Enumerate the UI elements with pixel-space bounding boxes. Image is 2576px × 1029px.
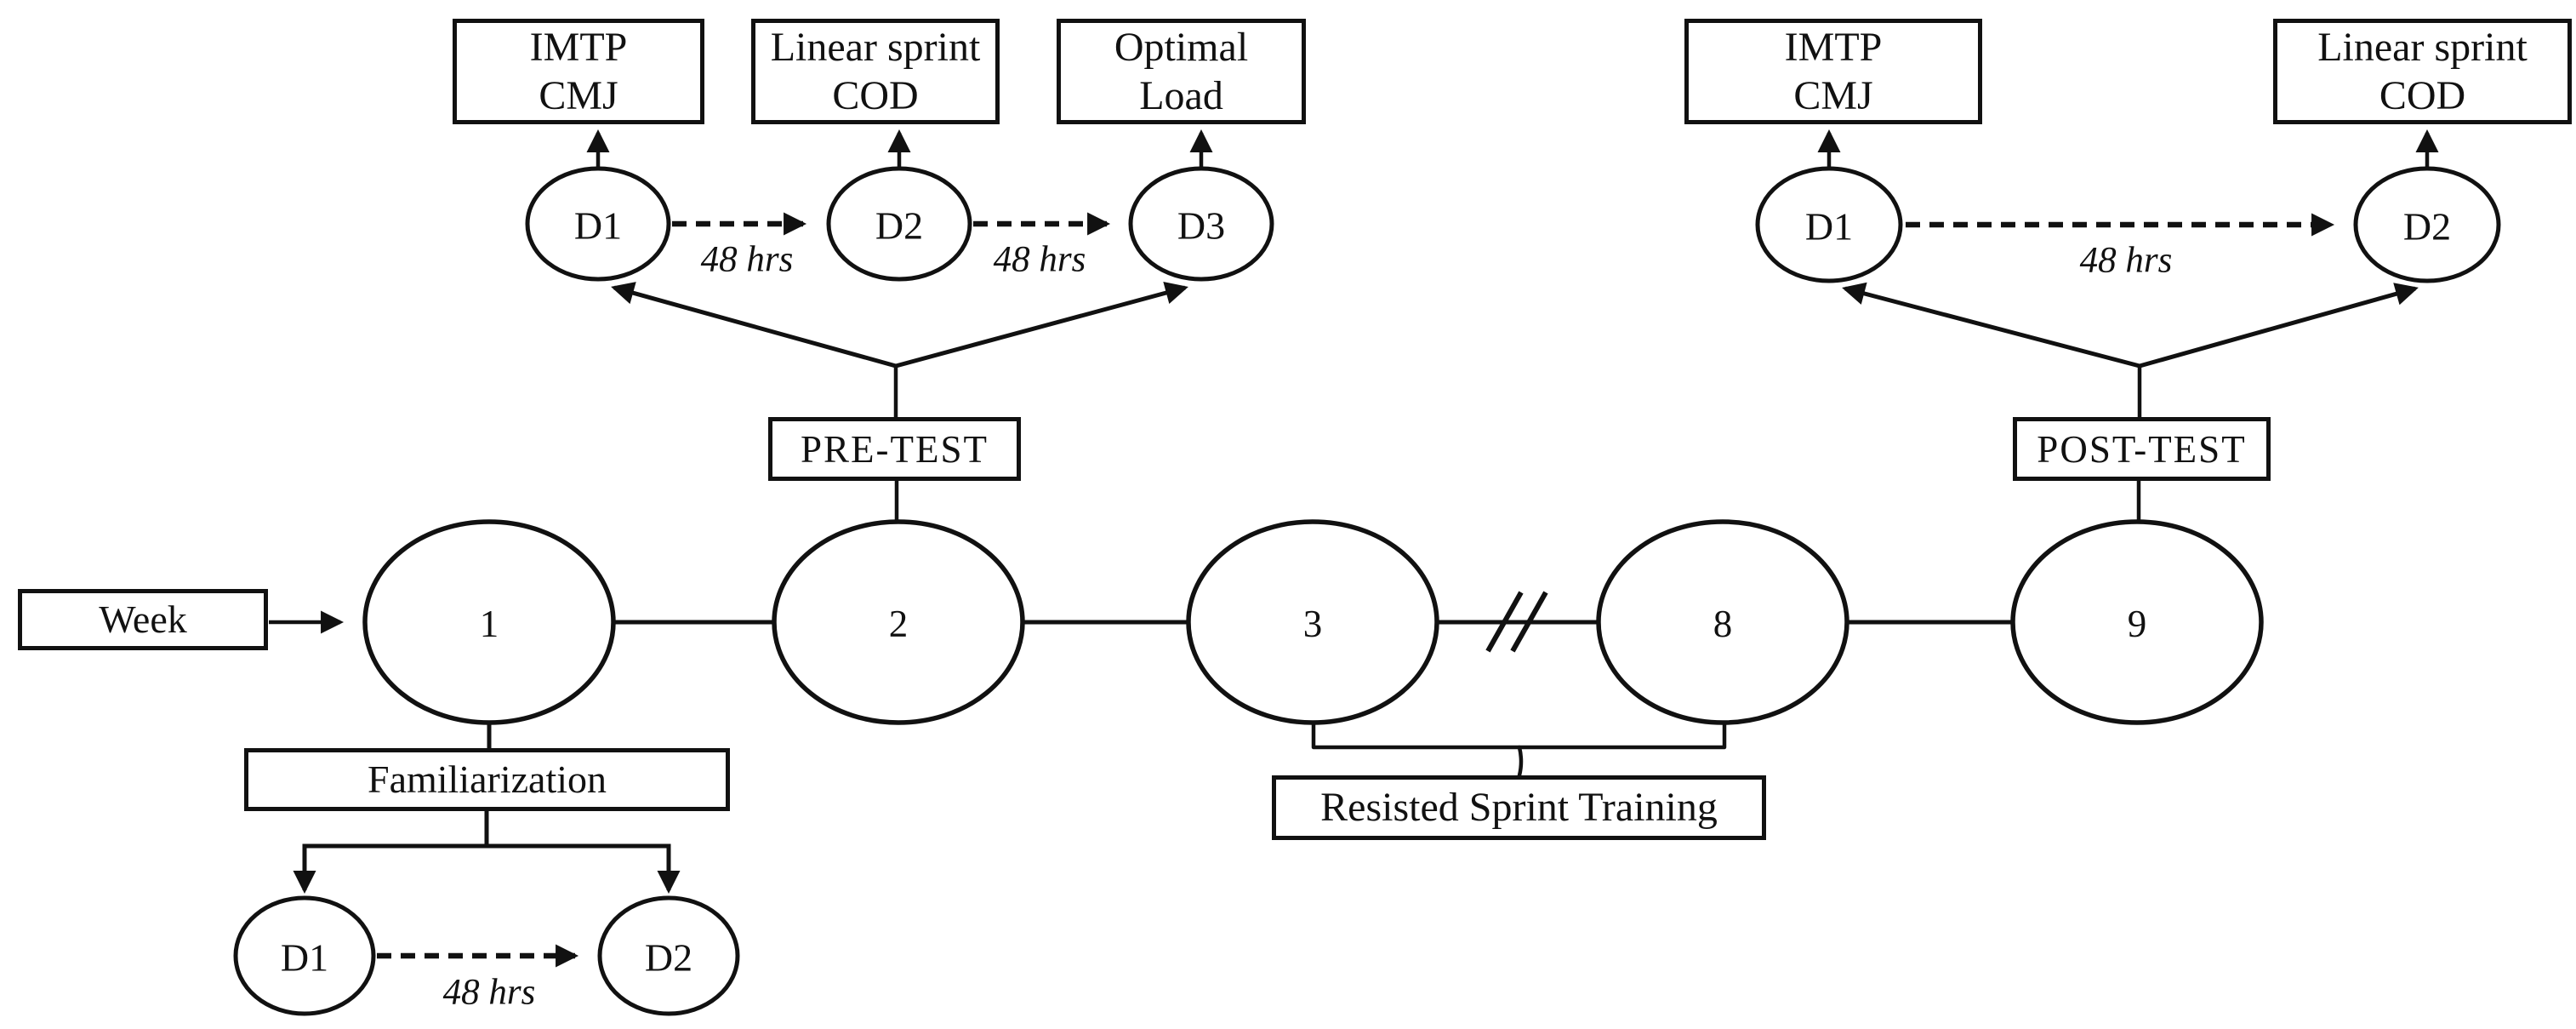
break-slash-2	[1510, 591, 1548, 653]
outcome-box-imtp-cmj-pre: IMTP CMJ	[453, 19, 704, 124]
week-label: Week	[99, 597, 187, 641]
pretest-label-box: PRE-TEST	[768, 417, 1021, 481]
outcome-box-linear-cod-pre: Linear sprint COD	[751, 19, 1000, 124]
day-label-d2-fam: D2	[644, 935, 693, 980]
day-node-d2-post	[2353, 166, 2501, 283]
familiarization-box: Familiarization	[244, 748, 730, 811]
familiarization-label: Familiarization	[367, 757, 607, 801]
day-node-d1-fam	[233, 895, 376, 1016]
pretest-label: PRE-TEST	[800, 427, 989, 471]
outcome-box-line: Load	[1139, 73, 1223, 118]
week-node-8	[1596, 519, 1849, 725]
outcome-box-optimal-load: Optimal Load	[1057, 19, 1306, 124]
outcome-box-imtp-cmj-post: IMTP CMJ	[1684, 19, 1982, 124]
week-node-9	[2010, 519, 2264, 725]
outcome-box-line: CMJ	[539, 73, 618, 118]
gap-label-fam: 48 hrs	[442, 972, 536, 1013]
arrow-posttest-to-d1	[1842, 282, 2140, 369]
arrow-posttest-to-d2	[2139, 283, 2419, 369]
outcome-box-line: Linear sprint	[770, 25, 981, 70]
outcome-box-line: IMTP	[1784, 25, 1883, 70]
day-label-d2-post: D2	[2402, 204, 2452, 249]
day-node-d2-pre	[826, 166, 972, 282]
day-label-d2-pre: D2	[875, 203, 924, 248]
day-node-d3-pre	[1128, 166, 1274, 282]
outcome-box-line: COD	[2379, 73, 2466, 118]
week-node-2	[772, 519, 1025, 725]
outcome-box-line: CMJ	[1793, 73, 1873, 118]
week-node-label-2: 2	[888, 603, 909, 645]
outcome-box-line: Optimal	[1114, 25, 1249, 70]
day-node-d1-pre	[525, 166, 671, 282]
posttest-label-box: POST-TEST	[2013, 417, 2271, 481]
week-node-label-8: 8	[1713, 603, 1733, 645]
break-slash-1	[1485, 591, 1524, 653]
resisted-sprint-training-label: Resisted Sprint Training	[1320, 785, 1718, 830]
week-node-3	[1186, 519, 1439, 725]
day-node-d2-fam	[597, 895, 740, 1016]
day-label-d1-pre: D1	[573, 203, 623, 248]
day-node-d1-post	[1755, 166, 1903, 283]
gap-label-pre-1: 48 hrs	[700, 239, 794, 280]
training-brace	[1311, 720, 1727, 750]
resisted-sprint-training-box: Resisted Sprint Training	[1272, 775, 1766, 840]
day-label-d3-pre: D3	[1177, 203, 1226, 248]
week-label-box: Week	[18, 589, 268, 650]
week-node-label-1: 1	[479, 603, 499, 645]
posttest-label: POST-TEST	[2037, 427, 2247, 471]
familiarization-branch-line	[302, 843, 671, 889]
outcome-box-linear-cod-post: Linear sprint COD	[2273, 19, 2572, 124]
week-node-1	[362, 519, 616, 725]
day-label-d1-fam: D1	[280, 935, 329, 980]
day-label-d1-post: D1	[1804, 204, 1854, 249]
outcome-box-line: IMTP	[529, 25, 628, 70]
gap-label-pre-2: 48 hrs	[993, 239, 1086, 280]
arrow-pretest-to-d1	[611, 282, 897, 369]
gap-label-post: 48 hrs	[2079, 240, 2173, 281]
outcome-box-line: COD	[832, 73, 919, 118]
training-brace-curl	[1517, 745, 1524, 778]
arrow-pretest-to-d3	[895, 281, 1188, 369]
week-node-label-3: 3	[1302, 603, 1323, 645]
outcome-box-line: Linear sprint	[2317, 25, 2528, 70]
week-node-label-9: 9	[2127, 603, 2147, 645]
